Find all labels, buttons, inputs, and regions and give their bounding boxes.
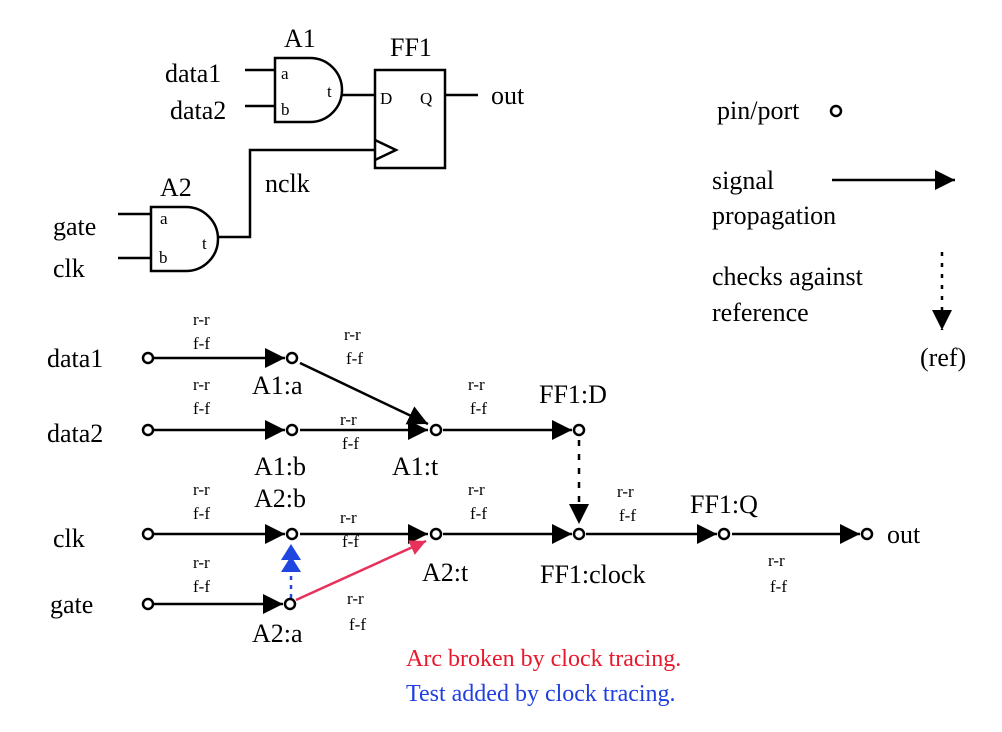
label-a1a: A1:a: [252, 371, 303, 400]
gate-a2-label: A2: [160, 173, 192, 202]
input-clk-label: clk: [53, 254, 85, 283]
input-data1-label: data1: [165, 59, 221, 88]
arc-label-rr: r-r: [617, 482, 634, 501]
arc-label-rr: r-r: [768, 551, 785, 570]
gate-a2-pin-b: b: [159, 248, 168, 267]
added-test-arrowhead-lower: [281, 556, 301, 572]
label-out: out: [887, 520, 921, 549]
label-clk: clk: [53, 524, 85, 553]
ff1-label: FF1: [390, 33, 432, 62]
label-gate: gate: [50, 590, 93, 619]
label-a1b: A1:b: [254, 452, 306, 481]
node-ff1d: [572, 423, 586, 437]
output-out-label: out: [491, 81, 525, 110]
ff1-clock-triangle: [374, 138, 399, 162]
gate-a2-pin-a: a: [160, 209, 168, 228]
gate-a1-pin-a: a: [281, 64, 289, 83]
node-a1a: [285, 351, 299, 365]
edge-a1a-a1t: [299, 361, 429, 426]
arc-label-rr: r-r: [340, 508, 357, 527]
node-a1t: [429, 423, 443, 437]
node-clk: [141, 527, 155, 541]
node-ff1q: [717, 527, 731, 541]
label-ff1clock: FF1:clock: [540, 560, 645, 589]
note-added-test: Test added by clock tracing.: [406, 681, 676, 707]
arc-label-rr: r-r: [340, 410, 357, 429]
label-a2a: A2:a: [252, 619, 303, 648]
label-a2t: A2:t: [422, 558, 469, 587]
legend: pin/port signal propagation checks again…: [712, 96, 966, 372]
arc-label-ff: f-f: [342, 434, 359, 453]
arc-label-ff: f-f: [470, 399, 487, 418]
legend-pin-port-icon: [829, 104, 843, 118]
wire-nclk: [218, 148, 375, 239]
arc-label-rr: r-r: [193, 480, 210, 499]
arc-label-rr: r-r: [193, 553, 210, 572]
timing-graph-edges: [153, 348, 860, 614]
note-broken-arc: Arc broken by clock tracing.: [406, 646, 681, 672]
ff1-pin-d: D: [380, 89, 392, 108]
arc-label-ff: f-f: [193, 334, 210, 353]
arc-label-ff: f-f: [770, 577, 787, 596]
label-ff1q: FF1:Q: [690, 490, 758, 519]
gate-a2-body: [149, 205, 220, 273]
net-nclk-label: nclk: [265, 169, 310, 198]
ff1-pin-q: Q: [420, 89, 432, 108]
arc-label-rr: r-r: [193, 375, 210, 394]
ff1-body: [373, 68, 447, 170]
label-a1t: A1:t: [392, 452, 439, 481]
arc-label-ff: f-f: [342, 532, 359, 551]
gate-a1-label: A1: [284, 24, 316, 53]
schematic-labels: A1 a b t FF1 D Q data1 data2 out nclk A2…: [53, 24, 525, 283]
arc-annotations: r-r f-f r-r f-f r-r f-f r-r f-f r-r f-f …: [193, 310, 787, 634]
legend-checks-line2: reference: [712, 298, 809, 327]
node-data1: [141, 351, 155, 365]
node-out: [860, 527, 874, 541]
input-gate-label: gate: [53, 212, 96, 241]
arc-label-rr: r-r: [468, 375, 485, 394]
label-ff1d: FF1:D: [539, 380, 607, 409]
gate-a1-pin-t: t: [327, 82, 332, 101]
arc-label-ff: f-f: [349, 615, 366, 634]
timing-graph-labels: data1 data2 clk gate A1:a A1:b A2:b A2:a…: [47, 344, 921, 648]
legend-checks-line1: checks against: [712, 262, 864, 291]
gate-a1-body: [273, 56, 344, 124]
arc-label-ff: f-f: [193, 577, 210, 596]
label-data2: data2: [47, 419, 103, 448]
schematic: [118, 56, 478, 273]
node-ff1clock: [572, 527, 586, 541]
arc-label-rr: r-r: [347, 589, 364, 608]
gate-a2-pin-t: t: [202, 234, 207, 253]
legend-pin-port-text: pin/port: [717, 96, 800, 125]
arc-label-ff: f-f: [193, 504, 210, 523]
legend-signal-line1: signal: [712, 166, 774, 195]
node-data2: [141, 423, 155, 437]
node-gate: [141, 597, 155, 611]
node-a2t: [429, 527, 443, 541]
arc-label-ff: f-f: [346, 349, 363, 368]
legend-signal-line2: propagation: [712, 201, 836, 230]
legend-ref-text: (ref): [920, 343, 966, 372]
node-a1b: [285, 423, 299, 437]
input-data2-label: data2: [170, 96, 226, 125]
broken-arc-a2a-a2t: [295, 539, 427, 602]
label-data1: data1: [47, 344, 103, 373]
arc-label-rr: r-r: [468, 480, 485, 499]
label-a2b: A2:b: [254, 484, 306, 513]
arc-label-rr: r-r: [344, 325, 361, 344]
gate-a1-pin-b: b: [281, 100, 290, 119]
arc-label-ff: f-f: [619, 506, 636, 525]
added-test-arrowhead-upper: [281, 544, 301, 560]
arc-label-ff: f-f: [470, 504, 487, 523]
node-a2b: [285, 527, 299, 541]
arc-label-rr: r-r: [193, 310, 210, 329]
timing-graph-nodes: [141, 351, 874, 611]
node-a2a: [283, 597, 297, 611]
arc-label-ff: f-f: [193, 399, 210, 418]
